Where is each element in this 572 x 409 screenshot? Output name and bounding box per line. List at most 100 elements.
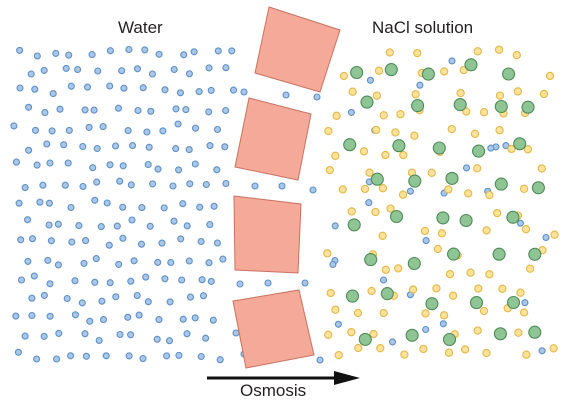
water-molecule	[24, 257, 32, 265]
sodium-ion	[462, 107, 471, 116]
water-molecule	[95, 336, 103, 345]
water-molecule	[155, 50, 163, 58]
water-molecule	[161, 275, 169, 283]
sodium-ion	[550, 230, 559, 239]
sodium-ion	[376, 344, 385, 353]
water-molecule	[39, 181, 47, 189]
chloride-ion	[493, 327, 507, 341]
osmosis-arrow-icon	[207, 371, 360, 385]
water-molecule	[301, 279, 309, 287]
water-molecule	[538, 347, 546, 355]
water-molecule	[206, 142, 214, 150]
water-molecule	[222, 179, 230, 188]
water-molecule	[195, 88, 203, 96]
water-molecule	[78, 299, 86, 307]
sodium-ion	[456, 88, 465, 98]
water-molecule	[31, 85, 39, 93]
water-molecule	[21, 332, 29, 340]
water-molecule	[148, 70, 156, 78]
water-molecule	[106, 82, 114, 90]
sodium-ion	[523, 145, 533, 154]
water-molecule	[197, 352, 205, 361]
water-molecule	[93, 144, 101, 153]
water-molecule	[185, 257, 193, 265]
sodium-ion	[326, 288, 335, 298]
sodium-ion	[348, 87, 357, 96]
water-molecule	[106, 47, 114, 55]
sodium-ion	[495, 126, 504, 135]
sodium-ion	[549, 344, 558, 353]
chloride-ions-group	[343, 58, 545, 347]
arrow-head	[334, 371, 360, 385]
water-molecule	[65, 126, 73, 134]
water-molecule	[207, 277, 215, 285]
water-molecule	[46, 159, 54, 167]
sodium-ion	[338, 185, 347, 194]
chloride-ion	[464, 58, 478, 72]
water-compartment-label: Water	[118, 18, 163, 37]
chloride-ion	[358, 332, 372, 346]
water-molecule	[119, 162, 127, 170]
water-molecule	[191, 314, 199, 322]
water-molecule	[16, 84, 24, 92]
chloride-ion	[459, 213, 473, 228]
water-molecule	[91, 278, 99, 286]
water-molecule	[251, 182, 259, 190]
water-molecule	[120, 84, 128, 92]
water-molecule	[89, 164, 97, 172]
water-molecule	[124, 313, 132, 321]
chloride-ion	[447, 247, 461, 261]
water-molecule	[90, 106, 98, 114]
sodium-ion	[439, 311, 449, 320]
water-molecule	[179, 315, 187, 323]
sodium-ion	[354, 343, 363, 353]
water-molecule	[146, 222, 154, 230]
chloride-ion	[350, 65, 364, 80]
water-molecule	[33, 355, 41, 363]
sodium-ion	[433, 244, 442, 254]
water-molecule	[40, 291, 48, 299]
water-molecule	[154, 165, 162, 173]
sodium-ion	[482, 348, 491, 358]
water-molecule	[68, 238, 76, 246]
water-molecule	[521, 299, 529, 307]
sodium-ion	[498, 284, 507, 293]
water-molecule	[102, 352, 110, 360]
sodium-ion	[466, 268, 475, 277]
sodium-ion	[347, 328, 356, 337]
water-molecule	[175, 166, 183, 174]
sodium-ion	[332, 111, 341, 120]
water-molecule	[81, 330, 89, 338]
water-molecule	[165, 337, 174, 345]
water-molecule	[127, 277, 135, 285]
water-molecule	[176, 89, 184, 97]
water-molecule	[366, 76, 374, 84]
sodium-ion	[460, 345, 470, 354]
water-molecule	[52, 49, 60, 57]
water-molecule	[99, 123, 107, 131]
sodium-ion	[365, 168, 374, 177]
sodium-ion	[473, 326, 482, 335]
water-molecule	[172, 105, 180, 113]
water-molecule	[48, 127, 56, 135]
water-molecule	[240, 88, 248, 96]
water-molecule	[45, 199, 53, 207]
water-molecule	[155, 316, 163, 324]
water-molecule	[133, 291, 141, 300]
water-molecule	[416, 81, 424, 89]
sodium-ion	[545, 71, 555, 81]
sodium-ion	[381, 150, 390, 160]
water-molecule	[55, 329, 63, 337]
water-molecule	[79, 182, 87, 191]
water-molecule	[183, 330, 191, 338]
chloride-ion	[370, 172, 384, 186]
sodium-ion	[447, 124, 456, 134]
chloride-ion	[445, 171, 459, 185]
water-molecule	[175, 351, 183, 359]
water-molecule	[222, 64, 230, 72]
water-molecule	[36, 198, 44, 206]
water-molecule	[379, 276, 388, 284]
water-molecule	[313, 93, 321, 101]
water-molecule	[49, 90, 57, 98]
sodium-ion	[493, 208, 502, 218]
